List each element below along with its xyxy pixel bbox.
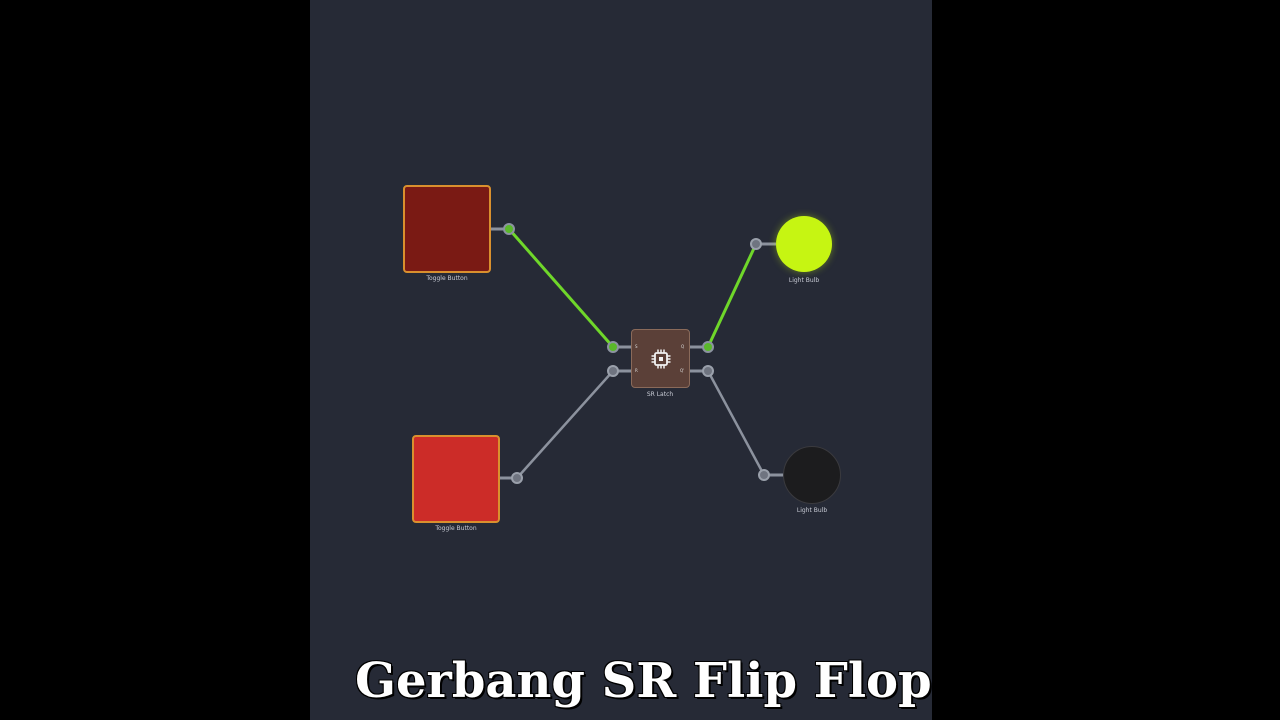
gate-output-qn-port[interactable] [702, 365, 714, 377]
toggle-button-bottom[interactable] [412, 435, 500, 523]
gate-output-q-port[interactable] [702, 341, 714, 353]
bulb-bottom-input-port[interactable] [758, 469, 770, 481]
toggle-top-output-port[interactable] [503, 223, 515, 235]
gate-label: SR Latch [646, 391, 674, 398]
toggle-button-top[interactable] [403, 185, 491, 273]
sr-latch-gate[interactable] [631, 329, 690, 388]
gate-output-q-label: Q [681, 344, 685, 349]
gate-input-s-port[interactable] [607, 341, 619, 353]
circuit-canvas[interactable] [310, 0, 932, 720]
light-bulb-bottom [783, 446, 841, 504]
chip-icon [651, 349, 670, 368]
gate-output-qn-label: Q' [680, 368, 685, 373]
light-bulb-top [776, 216, 832, 272]
gate-input-r-label: R [635, 368, 638, 373]
bulb-top-label: Light Bulb [788, 277, 820, 284]
toggle-bottom-label: Toggle Button [435, 525, 477, 532]
toggle-bottom-output-port[interactable] [511, 472, 523, 484]
toggle-top-label: Toggle Button [426, 275, 468, 282]
bulb-top-input-port[interactable] [750, 238, 762, 250]
gate-input-r-port[interactable] [607, 365, 619, 377]
bulb-bottom-label: Light Bulb [796, 507, 828, 514]
gate-input-s-label: S [635, 344, 638, 349]
video-caption: Gerbang SR Flip Flop [355, 653, 932, 709]
